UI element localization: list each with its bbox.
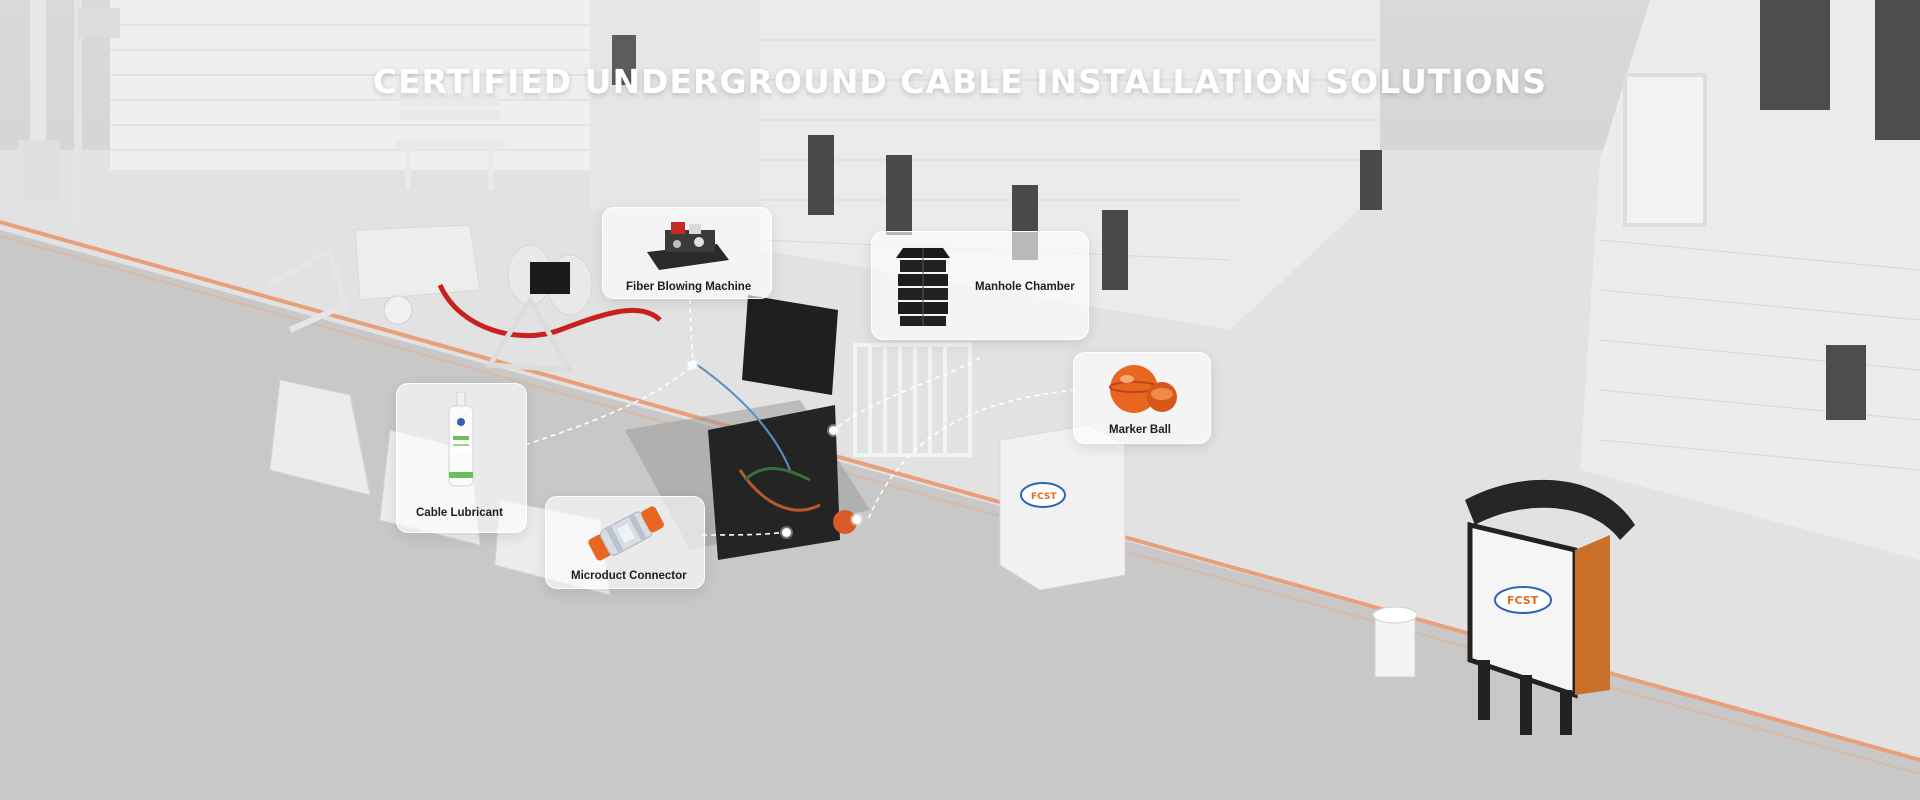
road	[0, 230, 1920, 800]
callout-dot-manhole	[829, 426, 838, 435]
trash-bin	[1372, 606, 1418, 678]
building-right	[1580, 0, 1920, 560]
bench-left	[395, 95, 505, 190]
fiber-blowing-machine-icon	[647, 222, 729, 270]
microduct-connector-label: Microduct Connector	[571, 570, 687, 582]
cable-drum	[485, 244, 593, 373]
svg-text:FCST: FCST	[1507, 594, 1539, 607]
marker-ball-icon	[1109, 365, 1177, 413]
street-cabinet: FCST	[999, 424, 1126, 591]
callout-dot-fiber	[688, 360, 697, 369]
building-left	[110, 0, 760, 210]
product-card-cable-lubricant[interactable]: Cable Lubricant	[396, 383, 527, 533]
air-compressor	[268, 224, 481, 333]
svg-text:FCST: FCST	[1031, 492, 1057, 502]
product-card-microduct-connector[interactable]: Microduct Connector	[545, 496, 705, 589]
microduct-connector-icon	[588, 506, 664, 561]
cable-lubricant-label: Cable Lubricant	[416, 507, 503, 519]
marker-ball-label: Marker Ball	[1109, 424, 1172, 436]
fiber-blowing-machine-label: Fiber Blowing Machine	[626, 281, 752, 293]
product-card-fiber-blowing-machine[interactable]: Fiber Blowing Machine	[602, 207, 772, 299]
cable-lubricant-bottle-icon	[448, 392, 474, 487]
product-card-manhole-chamber[interactable]: Manhole Chamber	[871, 231, 1089, 340]
crowd-fence	[853, 343, 972, 457]
manhole-chamber-icon	[896, 248, 950, 326]
billboard: FCST	[1465, 479, 1635, 735]
callout-dot-marker	[852, 515, 861, 524]
product-card-marker-ball[interactable]: Marker Ball	[1073, 352, 1211, 444]
callout-dot-connector	[782, 528, 791, 537]
street-lamp	[18, 0, 120, 220]
manhole-chamber-label: Manhole Chamber	[975, 281, 1075, 293]
red-hose	[437, 283, 662, 339]
page-headline: CERTIFIED UNDERGROUND CABLE INSTALLATION…	[372, 62, 1548, 101]
callout-connectors	[524, 289, 1076, 536]
